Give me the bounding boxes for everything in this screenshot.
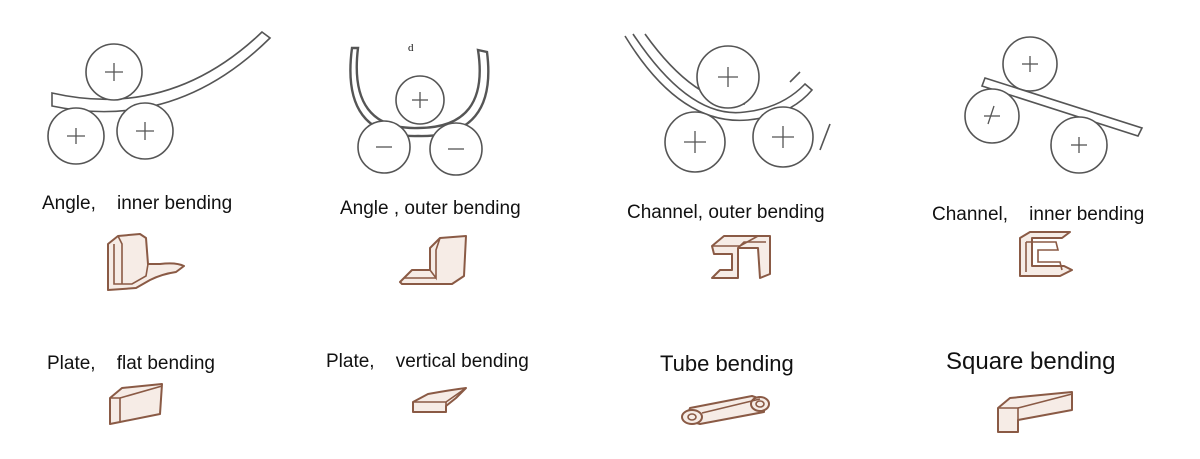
- channel-inner-workpiece: [980, 77, 1144, 137]
- plate-flat-profile-icon: [109, 383, 163, 425]
- channel-inner-profile-icon: [1019, 231, 1073, 277]
- square-profile-icon: [997, 391, 1073, 433]
- plate-vertical-label: Plate, vertical bending: [326, 351, 529, 372]
- tube-profile-icon: [681, 395, 770, 425]
- plate-vertical-profile-icon: [412, 387, 467, 413]
- channel-outer-rollers: [624, 33, 831, 173]
- tube-label: Tube bending: [660, 351, 794, 376]
- angle-inner-workpiece: [51, 30, 272, 113]
- channel-inner-label: Channel, inner bending: [932, 204, 1145, 225]
- angle-outer-profile-icon: [399, 235, 467, 285]
- channel-inner-rollers: [964, 36, 1144, 174]
- channel-outer-label: Channel, outer bending: [627, 202, 825, 223]
- angle-inner-rollers: [47, 30, 272, 165]
- square-label: Square bending: [946, 348, 1116, 375]
- angle-inner-profile-icon: [107, 233, 185, 291]
- letter-d-label: d: [408, 42, 414, 54]
- angle-inner-label: Angle, inner bending: [42, 193, 233, 214]
- angle-outer-rollers: [349, 46, 490, 176]
- channel-outer-profile-icon: [711, 235, 771, 279]
- channel-outer-workpiece: [624, 33, 814, 122]
- plate-flat-label: Plate, flat bending: [47, 353, 215, 374]
- angle-outer-label: Angle , outer bending: [340, 198, 521, 219]
